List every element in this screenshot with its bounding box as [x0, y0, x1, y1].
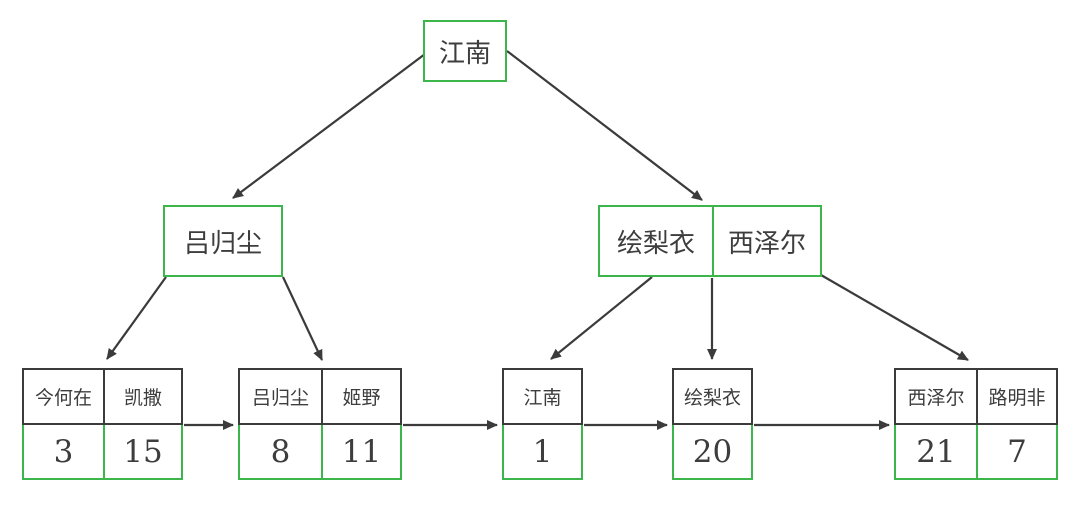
internal-right-key-2: 西泽尔 — [727, 228, 806, 259]
leaf-key: 江南 — [523, 387, 562, 409]
edge-internal-left-to-leaf-2 — [282, 276, 323, 361]
internal-node-left: 吕归尘 — [163, 205, 283, 277]
internal-right-key-1: 绘梨衣 — [600, 207, 714, 275]
leaf-node-3-keys: 江南 — [502, 368, 583, 425]
leaf-value: 15 — [123, 433, 163, 470]
leaf-node-4-keys: 绘梨衣 — [672, 368, 753, 425]
leaf-key: 西泽尔 — [896, 370, 978, 423]
leaf-node-1-values: 3 15 — [22, 425, 183, 480]
leaf-value: 11 — [341, 433, 382, 470]
edge-root-to-internal-right — [506, 50, 703, 201]
edge-internal-left-to-leaf-1 — [106, 276, 167, 360]
leaf-value: 3 — [24, 425, 105, 478]
leaf-value: 7 — [1007, 433, 1027, 470]
leaf-node-2-keys: 吕归尘 姬野 — [238, 368, 402, 425]
leaf-key: 路明非 — [988, 387, 1046, 409]
leaf-key: 姬野 — [342, 387, 381, 409]
leaf-node-2-values: 8 11 — [238, 425, 402, 480]
leaf-value: 1 — [532, 433, 553, 470]
leaf-node-3-values: 1 — [502, 425, 583, 480]
leaf-node-1-keys: 今何在 凯撒 — [22, 368, 183, 425]
leaf-node-4-values: 20 — [672, 425, 753, 480]
leaf-key: 吕归尘 — [240, 370, 323, 423]
edge-internal-right-to-leaf-3 — [550, 276, 653, 360]
leaf-key: 今何在 — [24, 370, 105, 423]
edge-internal-right-to-leaf-5 — [820, 274, 969, 361]
internal-node-right: 绘梨衣 西泽尔 — [598, 205, 822, 277]
leaf-value: 8 — [240, 425, 323, 478]
leaf-node-5-keys: 西泽尔 路明非 — [894, 368, 1058, 425]
root-node: 江南 — [423, 20, 507, 82]
internal-left-key: 吕归尘 — [183, 228, 262, 259]
leaf-key: 绘梨衣 — [683, 387, 741, 409]
leaf-node-5-values: 21 7 — [894, 425, 1058, 480]
leaf-value: 20 — [692, 433, 733, 470]
leaf-value: 21 — [896, 425, 978, 478]
root-key: 江南 — [438, 38, 491, 69]
edge-root-to-internal-left — [232, 53, 426, 199]
leaf-key: 凯撒 — [123, 387, 162, 409]
